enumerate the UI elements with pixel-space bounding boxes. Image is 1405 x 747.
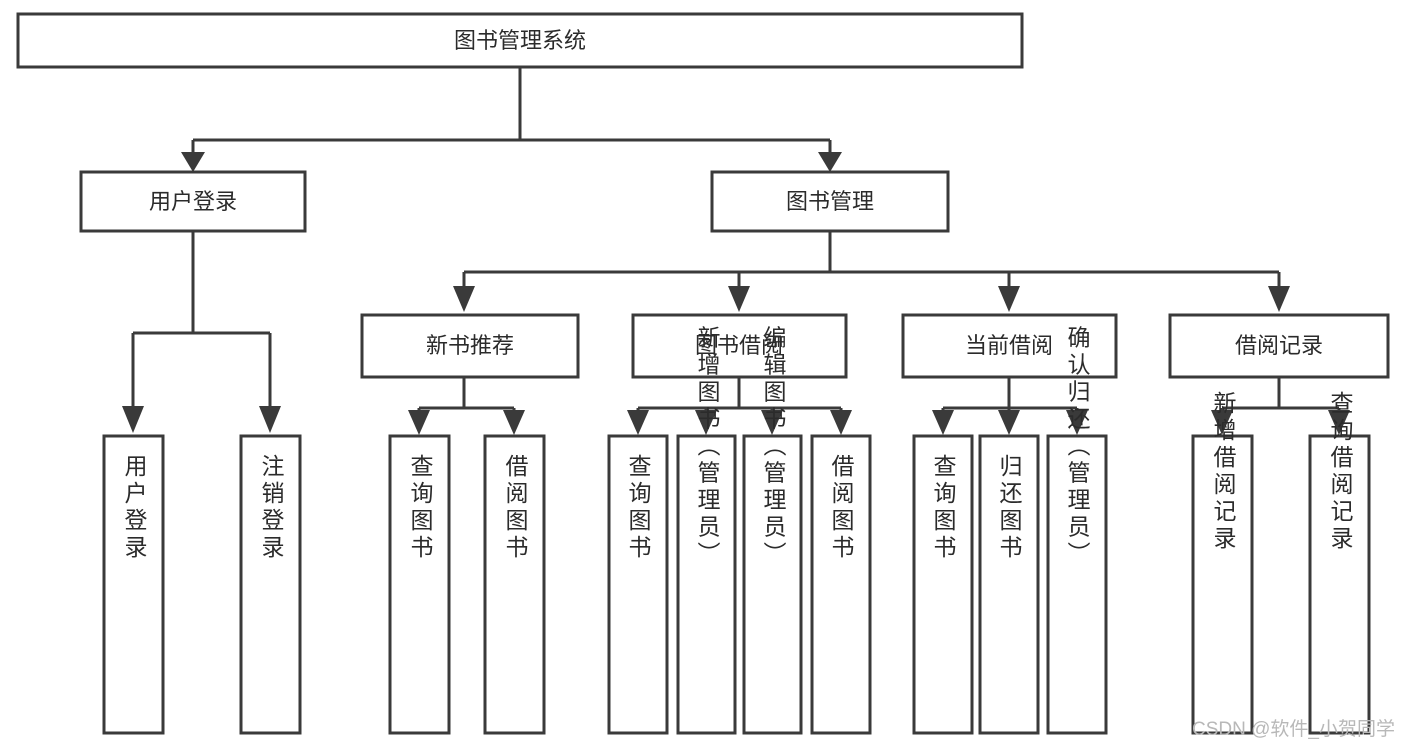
node-box-leaf-return-book[interactable] (978, 434, 1040, 735)
node-box-leaf-add-borrow-record[interactable] (1191, 434, 1254, 735)
node-box-leaf-borrow-book-2[interactable] (810, 434, 872, 735)
connector-group-borrow-record (1211, 377, 1350, 435)
node-borrow-record[interactable]: 借阅记录 (1168, 313, 1390, 379)
node-leaf-user-login[interactable]: 用户登录 (102, 434, 165, 735)
node-system-root[interactable]: 图书管理系统 (16, 12, 1024, 69)
node-label-leaf-borrow-book-1: 借阅图书 (502, 454, 529, 562)
node-label-new-book-recommend: 新书推荐 (426, 333, 514, 358)
arrowhead-leaf-return-book (998, 410, 1020, 435)
node-box-borrow-record[interactable] (1168, 313, 1390, 379)
node-label-leaf-query-borrow-record: 查询借阅记录 (1327, 391, 1354, 553)
node-box-leaf-borrow-book-1[interactable] (483, 434, 546, 735)
node-box-leaf-user-login[interactable] (102, 434, 165, 735)
node-label-leaf-return-book: 归还图书 (996, 454, 1023, 562)
node-leaf-logout-login[interactable]: 注销登录 (239, 434, 302, 735)
node-box-leaf-query-book-2[interactable] (607, 434, 669, 735)
node-label-current-borrow: 当前借阅 (965, 333, 1053, 358)
arrowhead-leaf-add-book (695, 410, 717, 435)
node-label-leaf-add-borrow-record: 新增借阅记录 (1210, 391, 1237, 553)
node-box-current-borrow[interactable] (901, 313, 1118, 379)
node-label-book-borrow: 图书借阅 (695, 333, 783, 358)
arrowhead-new-book-recommend (453, 286, 475, 312)
node-label-leaf-query-book-3: 查询图书 (930, 454, 957, 562)
arrowhead-user-login (181, 152, 205, 172)
node-label-book-manage: 图书管理 (786, 189, 874, 214)
node-leaf-return-book[interactable]: 归还图书 (978, 434, 1040, 735)
connector-group-user-login (122, 231, 281, 433)
node-box-book-manage[interactable] (710, 170, 950, 233)
node-new-book-recommend[interactable]: 新书推荐 (360, 313, 580, 379)
node-label-leaf-logout-login: 注销登录 (258, 454, 285, 562)
connector-group-new-book-recommend (408, 377, 525, 435)
arrowhead-leaf-query-borrow-record (1328, 410, 1350, 435)
node-current-borrow[interactable]: 当前借阅 (901, 313, 1118, 379)
arrowhead-leaf-borrow-book-2 (830, 410, 852, 435)
connector-group-book-borrow (627, 377, 852, 435)
arrowhead-leaf-query-book-3 (932, 410, 954, 435)
node-leaf-confirm-return[interactable]: 确认归还（管理员） (1046, 326, 1108, 735)
node-leaf-query-book-1[interactable]: 查询图书 (388, 434, 451, 735)
arrowhead-current-borrow (998, 286, 1020, 312)
arrowhead-leaf-user-login (122, 406, 144, 433)
arrowhead-leaf-borrow-book-1 (503, 410, 525, 435)
node-box-leaf-logout-login[interactable] (239, 434, 302, 735)
node-label-system-root: 图书管理系统 (454, 28, 586, 53)
arrowhead-leaf-query-book-1 (408, 410, 430, 435)
node-leaf-query-book-2[interactable]: 查询图书 (607, 434, 669, 735)
node-leaf-borrow-book-1[interactable]: 借阅图书 (483, 434, 546, 735)
node-box-leaf-confirm-return[interactable] (1046, 434, 1108, 735)
connector-group-book-manage (453, 231, 1290, 312)
arrowhead-leaf-add-borrow-record (1211, 410, 1233, 435)
node-label-leaf-query-book-1: 查询图书 (407, 454, 434, 562)
arrowhead-leaf-query-book-2 (627, 410, 649, 435)
node-label-leaf-add-book: 新增图书（管理员） (694, 326, 721, 569)
node-box-leaf-query-book-3[interactable] (912, 434, 974, 735)
node-box-system-root[interactable] (16, 12, 1024, 69)
node-leaf-add-book[interactable]: 新增图书（管理员） (676, 326, 737, 735)
arrowhead-book-borrow (728, 286, 750, 312)
arrowhead-leaf-confirm-return (1066, 410, 1088, 435)
node-book-manage[interactable]: 图书管理 (710, 170, 950, 233)
node-box-leaf-query-book-1[interactable] (388, 434, 451, 735)
connector-group-root (181, 67, 842, 172)
node-label-leaf-confirm-return: 确认归还（管理员） (1064, 326, 1091, 569)
node-user-login[interactable]: 用户登录 (79, 170, 307, 233)
node-label-leaf-edit-book: 编辑图书（管理员） (760, 326, 787, 569)
node-label-borrow-record: 借阅记录 (1235, 333, 1323, 358)
arrowhead-leaf-edit-book (761, 410, 783, 435)
node-box-user-login[interactable] (79, 170, 307, 233)
node-leaf-add-borrow-record[interactable]: 新增借阅记录 (1191, 391, 1254, 735)
node-leaf-borrow-book-2[interactable]: 借阅图书 (810, 434, 872, 735)
node-leaf-edit-book[interactable]: 编辑图书（管理员） (742, 326, 803, 735)
node-label-leaf-borrow-book-2: 借阅图书 (828, 454, 855, 562)
node-leaf-query-borrow-record[interactable]: 查询借阅记录 (1308, 391, 1371, 735)
node-box-book-borrow[interactable] (631, 313, 848, 379)
node-leaf-query-book-3[interactable]: 查询图书 (912, 434, 974, 735)
arrowhead-leaf-logout-login (259, 406, 281, 433)
node-label-leaf-query-book-2: 查询图书 (625, 454, 652, 562)
arrowhead-book-manage (818, 152, 842, 172)
connector-group-current-borrow (932, 377, 1088, 435)
node-box-leaf-add-book[interactable] (676, 434, 737, 735)
node-label-leaf-user-login: 用户登录 (121, 454, 148, 562)
node-box-leaf-edit-book[interactable] (742, 434, 803, 735)
arrowhead-borrow-record (1268, 286, 1290, 312)
node-label-user-login: 用户登录 (149, 189, 237, 214)
node-book-borrow[interactable]: 图书借阅 (631, 313, 848, 379)
node-box-leaf-query-borrow-record[interactable] (1308, 434, 1371, 735)
node-box-new-book-recommend[interactable] (360, 313, 580, 379)
